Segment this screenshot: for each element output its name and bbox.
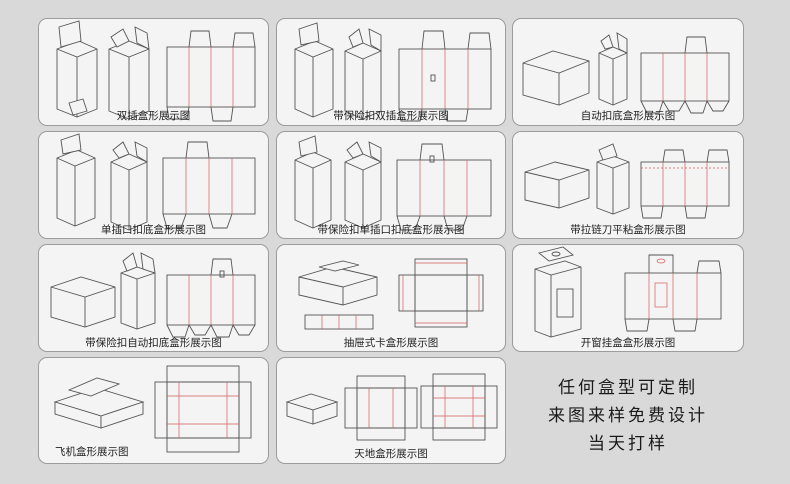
box-card-auto-lock-bottom: 自动扣底盒形展示图 xyxy=(512,18,744,126)
box-illustration xyxy=(53,365,252,453)
box-card-safety-auto-lock-bottom: 带保险扣自动扣底盒形展示图 xyxy=(38,244,269,352)
card-caption: 带保险扣单插口扣底盒形展示图 xyxy=(317,224,465,236)
box-illustration xyxy=(285,373,498,441)
box-card-window-hanging: 开窗挂盒盒形展示图 xyxy=(512,244,744,352)
card-caption: 双插盒形展示图 xyxy=(116,110,191,122)
panel-line-1: 任何盒型可定制 xyxy=(558,378,698,398)
box-card-safety-double-tuck: 带保险扣双插盒形展示图 xyxy=(276,18,506,126)
box-card-drawer: 抽屉式卡盒形展示图 xyxy=(276,244,506,352)
card-caption: 带保险扣自动扣底盒形展示图 xyxy=(85,337,222,349)
box-card-double-tuck: 双插盒形展示图 xyxy=(38,18,269,126)
card-caption: 带保险扣双插盒形展示图 xyxy=(333,110,449,122)
box-illustration xyxy=(298,258,484,330)
box-illustration xyxy=(524,143,730,219)
box-illustration xyxy=(522,32,730,114)
box-card-zipper-straight-glue: 带拉链刀平粘盒形展示图 xyxy=(512,131,744,239)
box-illustration xyxy=(50,252,256,338)
box-illustration xyxy=(534,246,722,338)
panel-line-2: 来图来样免费设计 xyxy=(548,406,708,426)
panel-line-3: 当天打样 xyxy=(588,434,668,454)
card-caption: 飞机盒形展示图 xyxy=(55,446,129,458)
box-card-safety-tuck-lock-bottom: 带保险扣单插口扣底盒形展示图 xyxy=(276,131,506,239)
box-card-mailer: 飞机盒形展示图 xyxy=(38,357,269,464)
card-caption: 单插口扣底盒形展示图 xyxy=(101,224,206,236)
card-caption: 自动扣底盒形展示图 xyxy=(580,110,676,122)
box-card-tuck-lock-bottom: 单插口扣底盒形展示图 xyxy=(38,131,269,239)
card-caption: 带拉链刀平粘盒形展示图 xyxy=(570,224,686,236)
box-card-lid-base: 天地盒形展示图 xyxy=(276,357,506,464)
box-illustration xyxy=(294,135,492,231)
custom-service-panel: 任何盒型可定制 来图来样免费设计 当天打样 xyxy=(512,357,744,464)
card-caption: 抽屉式卡盒形展示图 xyxy=(343,337,439,349)
box-illustration xyxy=(56,133,256,231)
card-caption: 开窗挂盒盒形展示图 xyxy=(580,337,676,349)
card-caption: 天地盒形展示图 xyxy=(354,448,428,460)
box-illustration xyxy=(294,22,492,122)
box-illustration xyxy=(56,20,256,122)
